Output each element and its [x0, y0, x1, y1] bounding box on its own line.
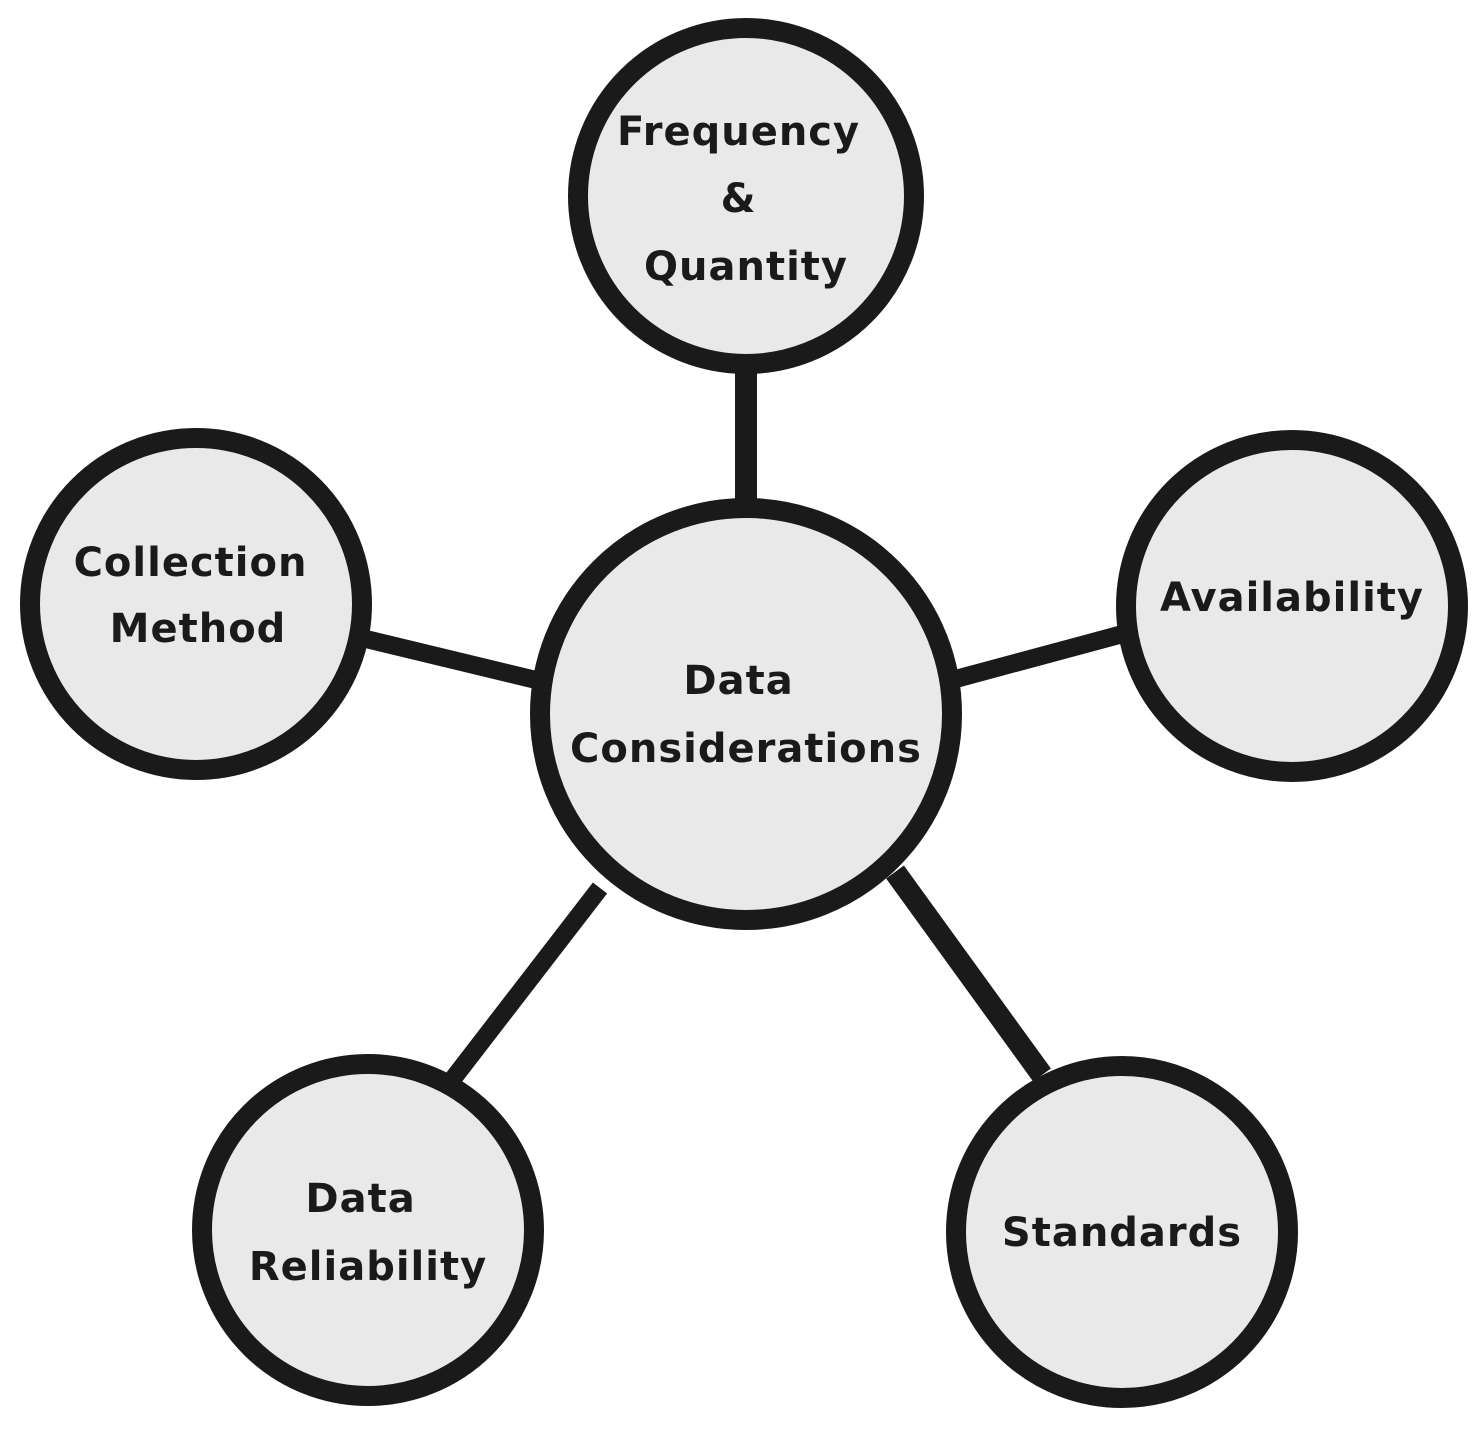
- node-frequency-quantity: Frequency & Quantity: [568, 18, 924, 374]
- connector-data-reliability: [444, 882, 608, 1086]
- center-node-data-considerations: Data Considerations: [530, 498, 962, 930]
- center-node-circle: [530, 498, 962, 930]
- node-collection-method-circle: [20, 428, 372, 780]
- node-collection-method-line-2: Method: [110, 606, 287, 652]
- connector-collection-method: [359, 629, 539, 689]
- node-availability-line-1: Availability: [1160, 575, 1424, 621]
- center-node-label-line-1: Data: [683, 658, 793, 704]
- node-frequency-quantity-line-3: Quantity: [644, 244, 848, 290]
- node-data-reliability-label: Data Reliability: [249, 1176, 487, 1290]
- node-data-reliability: Data Reliability: [192, 1054, 544, 1406]
- node-frequency-quantity-label: Frequency & Quantity: [617, 109, 875, 290]
- connectors: [359, 365, 1133, 1086]
- center-node-label-line-2: Considerations: [570, 726, 922, 772]
- node-standards-label: Standards: [1002, 1210, 1242, 1256]
- node-frequency-quantity-circle: [568, 18, 924, 374]
- center-node-label: Data Considerations: [570, 658, 922, 772]
- node-availability-circle: [1116, 430, 1468, 782]
- node-frequency-quantity-line-2: &: [721, 176, 757, 222]
- node-data-reliability-line-2: Reliability: [249, 1244, 487, 1290]
- node-collection-method: Collection Method: [20, 428, 372, 780]
- node-data-reliability-line-1: Data: [305, 1176, 415, 1222]
- node-data-reliability-circle: [192, 1054, 544, 1406]
- node-standards-line-1: Standards: [1002, 1210, 1242, 1256]
- node-collection-method-line-1: Collection: [74, 540, 308, 586]
- node-availability-label: Availability: [1160, 575, 1424, 621]
- node-standards: Standards: [946, 1056, 1298, 1408]
- connector-availability: [949, 623, 1133, 689]
- node-availability: Availability: [1116, 430, 1468, 782]
- connector-standards: [886, 865, 1051, 1082]
- node-frequency-quantity-line-1: Frequency: [617, 109, 860, 155]
- node-standards-circle: [946, 1056, 1298, 1408]
- node-collection-method-label: Collection Method: [74, 540, 323, 652]
